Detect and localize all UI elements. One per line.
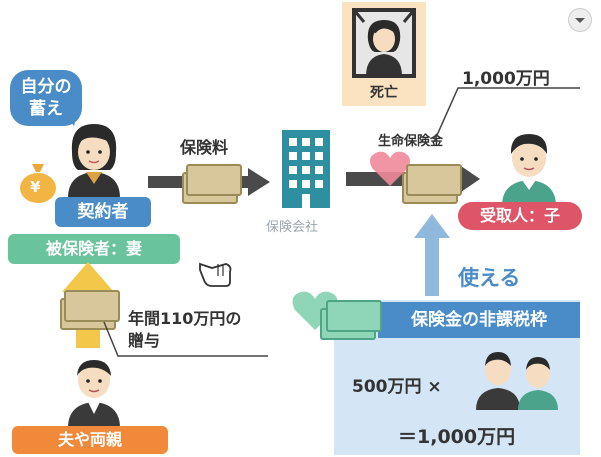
- gift-pointer-line: [103, 321, 268, 357]
- child-person-icon: [502, 134, 556, 206]
- insured-label: 被保険者：妻: [8, 234, 180, 264]
- gift-cash-icon-2: [64, 290, 120, 322]
- premium-label: 保険料: [180, 138, 229, 157]
- giver-person-icon: [68, 360, 120, 428]
- tax-header: 保険金の非課税枠: [378, 302, 580, 338]
- amount-pointer-line: [433, 87, 580, 143]
- formula-result: ＝1,000万円: [398, 426, 516, 448]
- recipient-label: 受取人：子: [458, 202, 582, 230]
- savings-bubble: 自分の 蓄え: [10, 70, 82, 126]
- death-label: 死亡: [370, 85, 398, 101]
- company-label: 保険会社: [266, 220, 319, 235]
- gift-text: 年間110万円の 贈与: [128, 309, 242, 350]
- memorial-portrait-icon: [352, 8, 416, 78]
- money-bag-icon: [20, 164, 56, 203]
- amount-label: 1,000万円: [462, 69, 550, 89]
- heart-icon: [370, 151, 410, 186]
- tax-cash-icon-2: [326, 300, 382, 332]
- contractor-person-icon: [68, 124, 120, 198]
- dropdown-toggle[interactable]: [568, 8, 592, 32]
- use-up-arrow: [414, 214, 450, 296]
- use-label: 使える: [458, 266, 521, 290]
- premium-cash-icon-2: [186, 164, 242, 196]
- payout-cash-icon-2: [406, 164, 462, 196]
- contractor-label: 契約者: [55, 197, 151, 227]
- formula-left: 500万円 ×: [352, 377, 442, 397]
- payout-label: 生命保険金: [378, 134, 444, 149]
- giver-label: 夫や両親: [12, 426, 168, 454]
- chevron-down-icon: [575, 18, 585, 23]
- hand-cursor-icon: [199, 262, 232, 287]
- coin-glyph: ¥: [30, 178, 41, 196]
- bubble-tail: [62, 112, 78, 126]
- heirs-icon: [476, 352, 558, 410]
- building-icon: [282, 130, 330, 208]
